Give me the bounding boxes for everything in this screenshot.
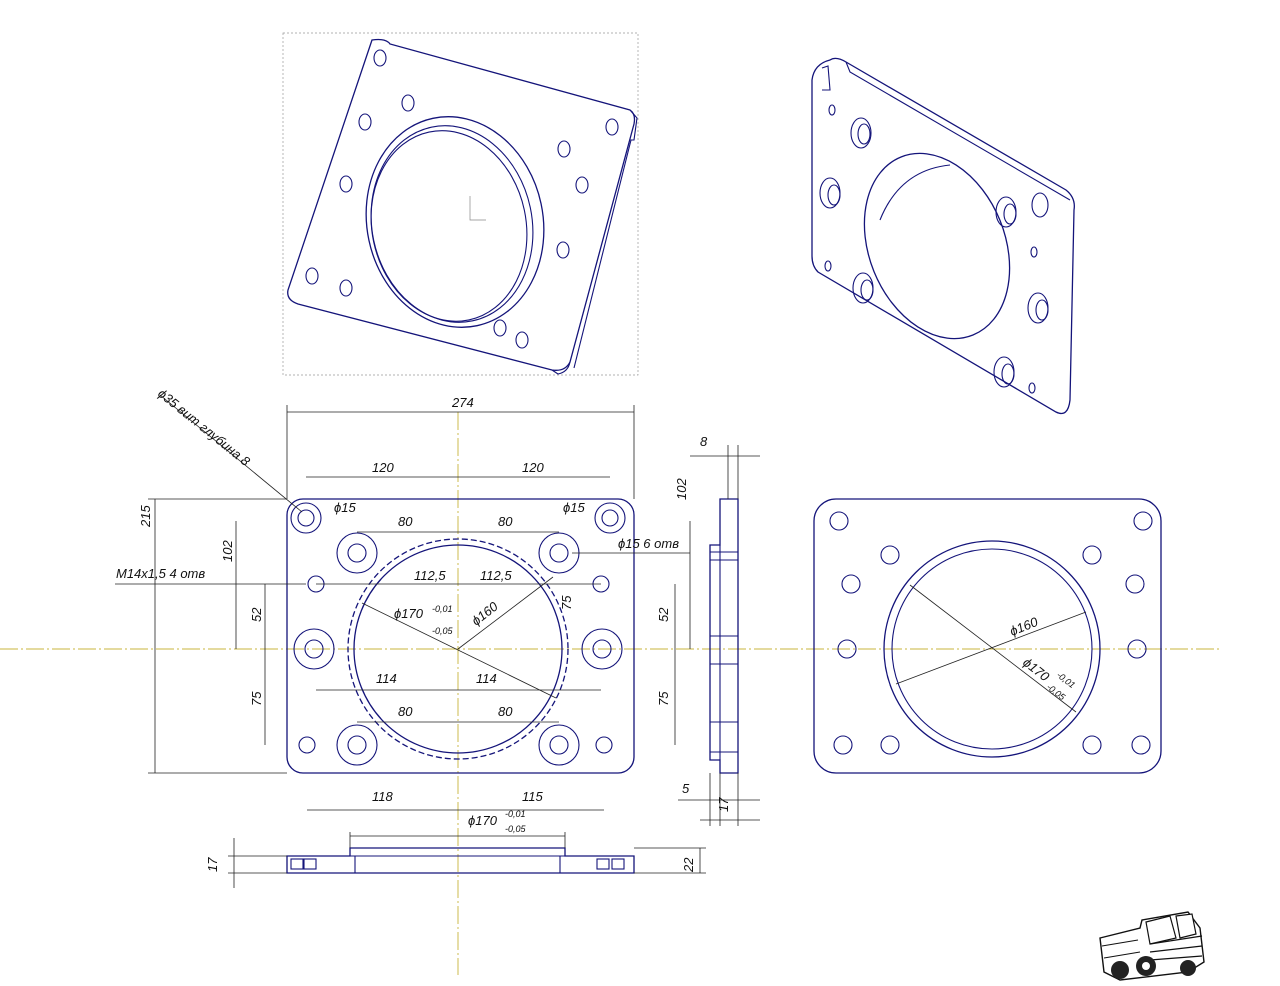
isometric-view-back (811, 57, 1075, 415)
dim-front-22: 22 (681, 857, 696, 873)
dim-52-right: 52 (656, 607, 671, 622)
dim-recess-170: ϕ170 (394, 606, 424, 621)
dim-80-right: 80 (498, 514, 513, 529)
dim-75-left: 75 (249, 691, 264, 706)
dim-80-left: 80 (398, 514, 413, 529)
dim-80-bottom-left: 80 (398, 704, 413, 719)
dim-front-170: ϕ170 (468, 813, 498, 828)
dim-front-tol-lower: -0,05 (505, 824, 527, 834)
dim-75-right: 75 (656, 691, 671, 706)
dim-side-5: 5 (682, 781, 690, 796)
dim-120-left: 120 (372, 460, 394, 475)
dim-right-170: ϕ170 (1020, 655, 1053, 685)
dim-114-left: 114 (376, 671, 397, 686)
truck-logo-icon (1099, 911, 1205, 981)
top-view: 274 120 120 80 80 ϕ15 ϕ15 ϕ15 6 отв ϕ35 … (115, 386, 691, 811)
dim-front-tol-upper: -0,01 (505, 809, 526, 819)
dim-102-left: 102 (220, 540, 235, 562)
dim-215: 215 (138, 505, 153, 528)
dim-52-left: 52 (249, 607, 264, 622)
dim-front-17: 17 (205, 857, 220, 872)
dim-bore-160: ϕ160 (469, 598, 502, 628)
callout-holes: ϕ15 6 отв (618, 536, 679, 551)
dim-112-right: 112,5 (480, 568, 512, 583)
dim-114-right: 114 (476, 671, 497, 686)
dim-274: 274 (451, 395, 474, 410)
dim-side-8: 8 (700, 434, 708, 449)
front-view: ϕ170 -0,01 -0,05 17 22 (205, 809, 706, 888)
dim-side-17: 17 (716, 797, 731, 812)
dim-recess-tol-lower: -0,05 (432, 626, 454, 636)
dim-120-right: 120 (522, 460, 544, 475)
dim-112-left: 112,5 (414, 568, 446, 583)
isometric-view-front (282, 32, 639, 376)
dim-115: 115 (522, 789, 543, 804)
dim-right-160: ϕ160 (1008, 614, 1041, 639)
dim-102-right: 102 (674, 478, 689, 500)
center-axes (0, 412, 1220, 975)
dim-hole-tr: ϕ15 (563, 500, 585, 515)
callout-thread: M14x1,5 4 отв (116, 566, 205, 581)
callout-counterbore: ϕ35 вит глубина 8 (155, 386, 253, 470)
dim-recess-tol-upper: -0,01 (432, 604, 453, 614)
dim-80-bottom-right: 80 (498, 704, 513, 719)
dim-118: 118 (372, 789, 393, 804)
right-view: ϕ160 ϕ170 -0,01 -0,05 (813, 498, 1162, 774)
dim-hole-tl: ϕ15 (334, 500, 356, 515)
dim-75-inner: 75 (559, 595, 574, 610)
side-view: 8 5 17 (678, 434, 760, 826)
